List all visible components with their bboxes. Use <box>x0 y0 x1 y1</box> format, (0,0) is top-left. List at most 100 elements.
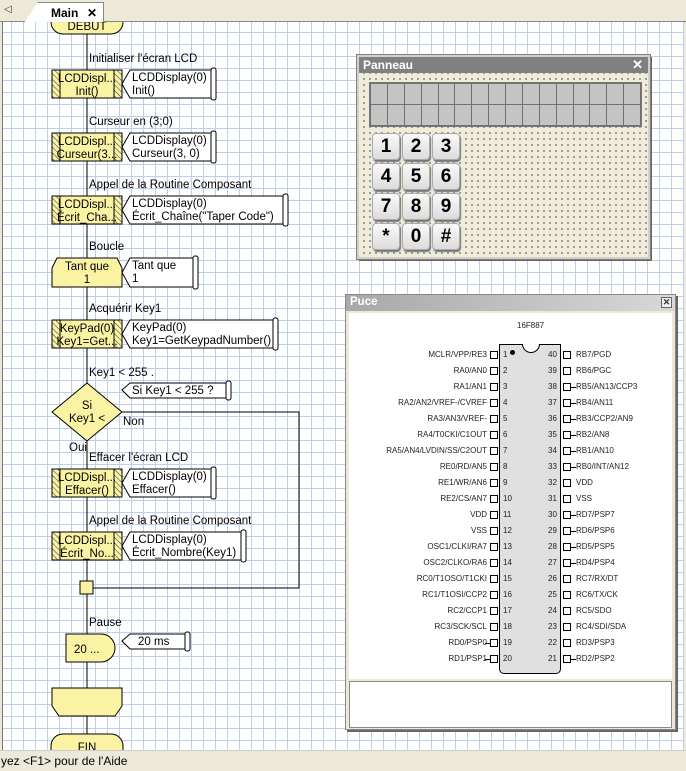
macro-block-body <box>59 132 115 162</box>
comment-line: Tant que <box>132 260 176 272</box>
keypad-key[interactable]: 0 <box>402 223 430 250</box>
end-terminal[interactable] <box>50 733 124 750</box>
pin-label: RA1/AN1 <box>453 382 487 391</box>
loop-end-block[interactable] <box>51 687 123 717</box>
step-label: Initialiser l'écran LCD <box>89 53 197 65</box>
pin-label: RD1/PSP1 <box>448 654 487 663</box>
pin-pad <box>490 511 498 519</box>
lcd-cell <box>556 84 573 104</box>
pin-label: VSS <box>470 526 487 535</box>
pin-label: RC2/CCP1 <box>447 606 487 615</box>
keypad-key[interactable]: 9 <box>432 193 460 220</box>
pin-pad <box>490 559 498 567</box>
block-line: Si <box>82 400 92 412</box>
step-label: Appel de la Routine Composant <box>89 179 252 191</box>
junction-node <box>79 580 94 595</box>
pin-number: 16 <box>503 590 512 599</box>
pin-number: 37 <box>548 398 557 407</box>
comment-line: LCDDisplay(0) <box>132 72 207 84</box>
puce-titlebar[interactable]: Puce ✕ <box>346 295 675 311</box>
comment-scroll-icon <box>210 67 217 101</box>
yes-label: Oui <box>69 442 87 454</box>
scroll-left-icon[interactable]: ◁ <box>4 4 12 15</box>
comment-scroll-icon <box>240 529 247 563</box>
step-label: Key1 < 255 . <box>89 367 154 379</box>
pin-pad <box>563 543 571 551</box>
keypad-key[interactable]: 7 <box>372 193 400 220</box>
comment-line: LCDDisplay(0) <box>132 135 207 147</box>
step-label: Acquérir Key1 <box>89 303 161 315</box>
pin-label: RC0/T1OSO/T1CKI <box>416 574 487 583</box>
macro-block-body <box>59 69 115 99</box>
keypad-key[interactable]: 2 <box>402 133 430 160</box>
pin-pad <box>563 639 571 647</box>
panneau-titlebar[interactable]: Panneau ✕ <box>359 57 648 73</box>
pin-number: 32 <box>548 478 557 487</box>
block-line: Init() <box>76 86 99 98</box>
comment-scroll-icon <box>282 193 289 227</box>
pin-number: 7 <box>503 446 508 455</box>
pin-label: RC4/SDI/SDA <box>576 622 627 631</box>
decision-block[interactable] <box>51 382 123 442</box>
keypad-key[interactable]: 5 <box>402 163 430 190</box>
loop-block[interactable] <box>51 257 123 288</box>
pin-label: RE2/CS/AN7 <box>440 494 487 503</box>
block-line: Curseur(3... <box>57 149 118 161</box>
lcd-cell <box>421 105 438 125</box>
status-text: yez <F1> pour de l'Aide <box>1 754 128 768</box>
keypad-key[interactable]: 3 <box>432 133 460 160</box>
block-line: Tant que <box>65 261 109 273</box>
comment-line: LCDDisplay(0) <box>132 471 207 483</box>
pin-label: RA4/T0CKI/C1OUT <box>417 430 487 439</box>
pin1-marker <box>510 350 515 355</box>
lcd-cell <box>404 84 421 104</box>
keypad-key[interactable]: 1 <box>372 133 400 160</box>
lcd-cell <box>387 84 404 104</box>
window-title: Puce <box>350 296 378 308</box>
delay-block[interactable] <box>65 633 116 663</box>
pin-number: 17 <box>503 606 512 615</box>
lcd-cell <box>590 105 607 125</box>
pin-number: 23 <box>548 622 557 631</box>
macro-block-body <box>59 468 115 498</box>
pin-pad <box>490 607 498 615</box>
pin-number: 36 <box>548 414 557 423</box>
keypad-key[interactable]: * <box>372 223 400 250</box>
block-line: 20 ... <box>74 644 100 656</box>
pin-pad <box>490 639 498 647</box>
keypad-key[interactable]: 6 <box>432 163 460 190</box>
pin-pad <box>563 415 571 423</box>
pin-wire <box>571 451 576 452</box>
start-terminal[interactable] <box>50 22 124 35</box>
close-icon[interactable]: ✕ <box>661 297 672 308</box>
pin-pad <box>563 495 571 503</box>
lcd-cell <box>438 105 455 125</box>
comment-scroll-icon <box>210 466 217 500</box>
close-icon[interactable]: ✕ <box>86 6 97 20</box>
no-label: Non <box>123 416 144 428</box>
keypad-key[interactable]: # <box>432 223 460 250</box>
lcd-cell <box>624 105 640 125</box>
pin-wire <box>571 467 576 468</box>
block-line: LCDDispl... <box>58 535 116 547</box>
step-label: Boucle <box>89 241 124 253</box>
pin-number: 22 <box>548 638 557 647</box>
keypad-key[interactable]: 8 <box>402 193 430 220</box>
chip-body <box>499 344 561 674</box>
lcd-cell <box>522 105 539 125</box>
pin-number: 24 <box>548 606 557 615</box>
close-icon[interactable]: ✕ <box>632 57 643 72</box>
pin-label: RA2/AN2/VREF-/CVREF <box>398 398 487 407</box>
tab-main[interactable]: Main ✕ <box>24 2 104 23</box>
comment-line: LCDDisplay(0) <box>132 198 207 210</box>
keypad-key[interactable]: 4 <box>372 163 400 190</box>
pin-label: RD6/PSP6 <box>576 526 615 535</box>
pin-number: 29 <box>548 526 557 535</box>
macro-block-body <box>59 319 115 349</box>
pin-label: RE1/WR/AN6 <box>438 478 487 487</box>
macro-block-body <box>59 195 115 225</box>
comment-line: Key1=GetKeypadNumber() <box>132 335 271 347</box>
